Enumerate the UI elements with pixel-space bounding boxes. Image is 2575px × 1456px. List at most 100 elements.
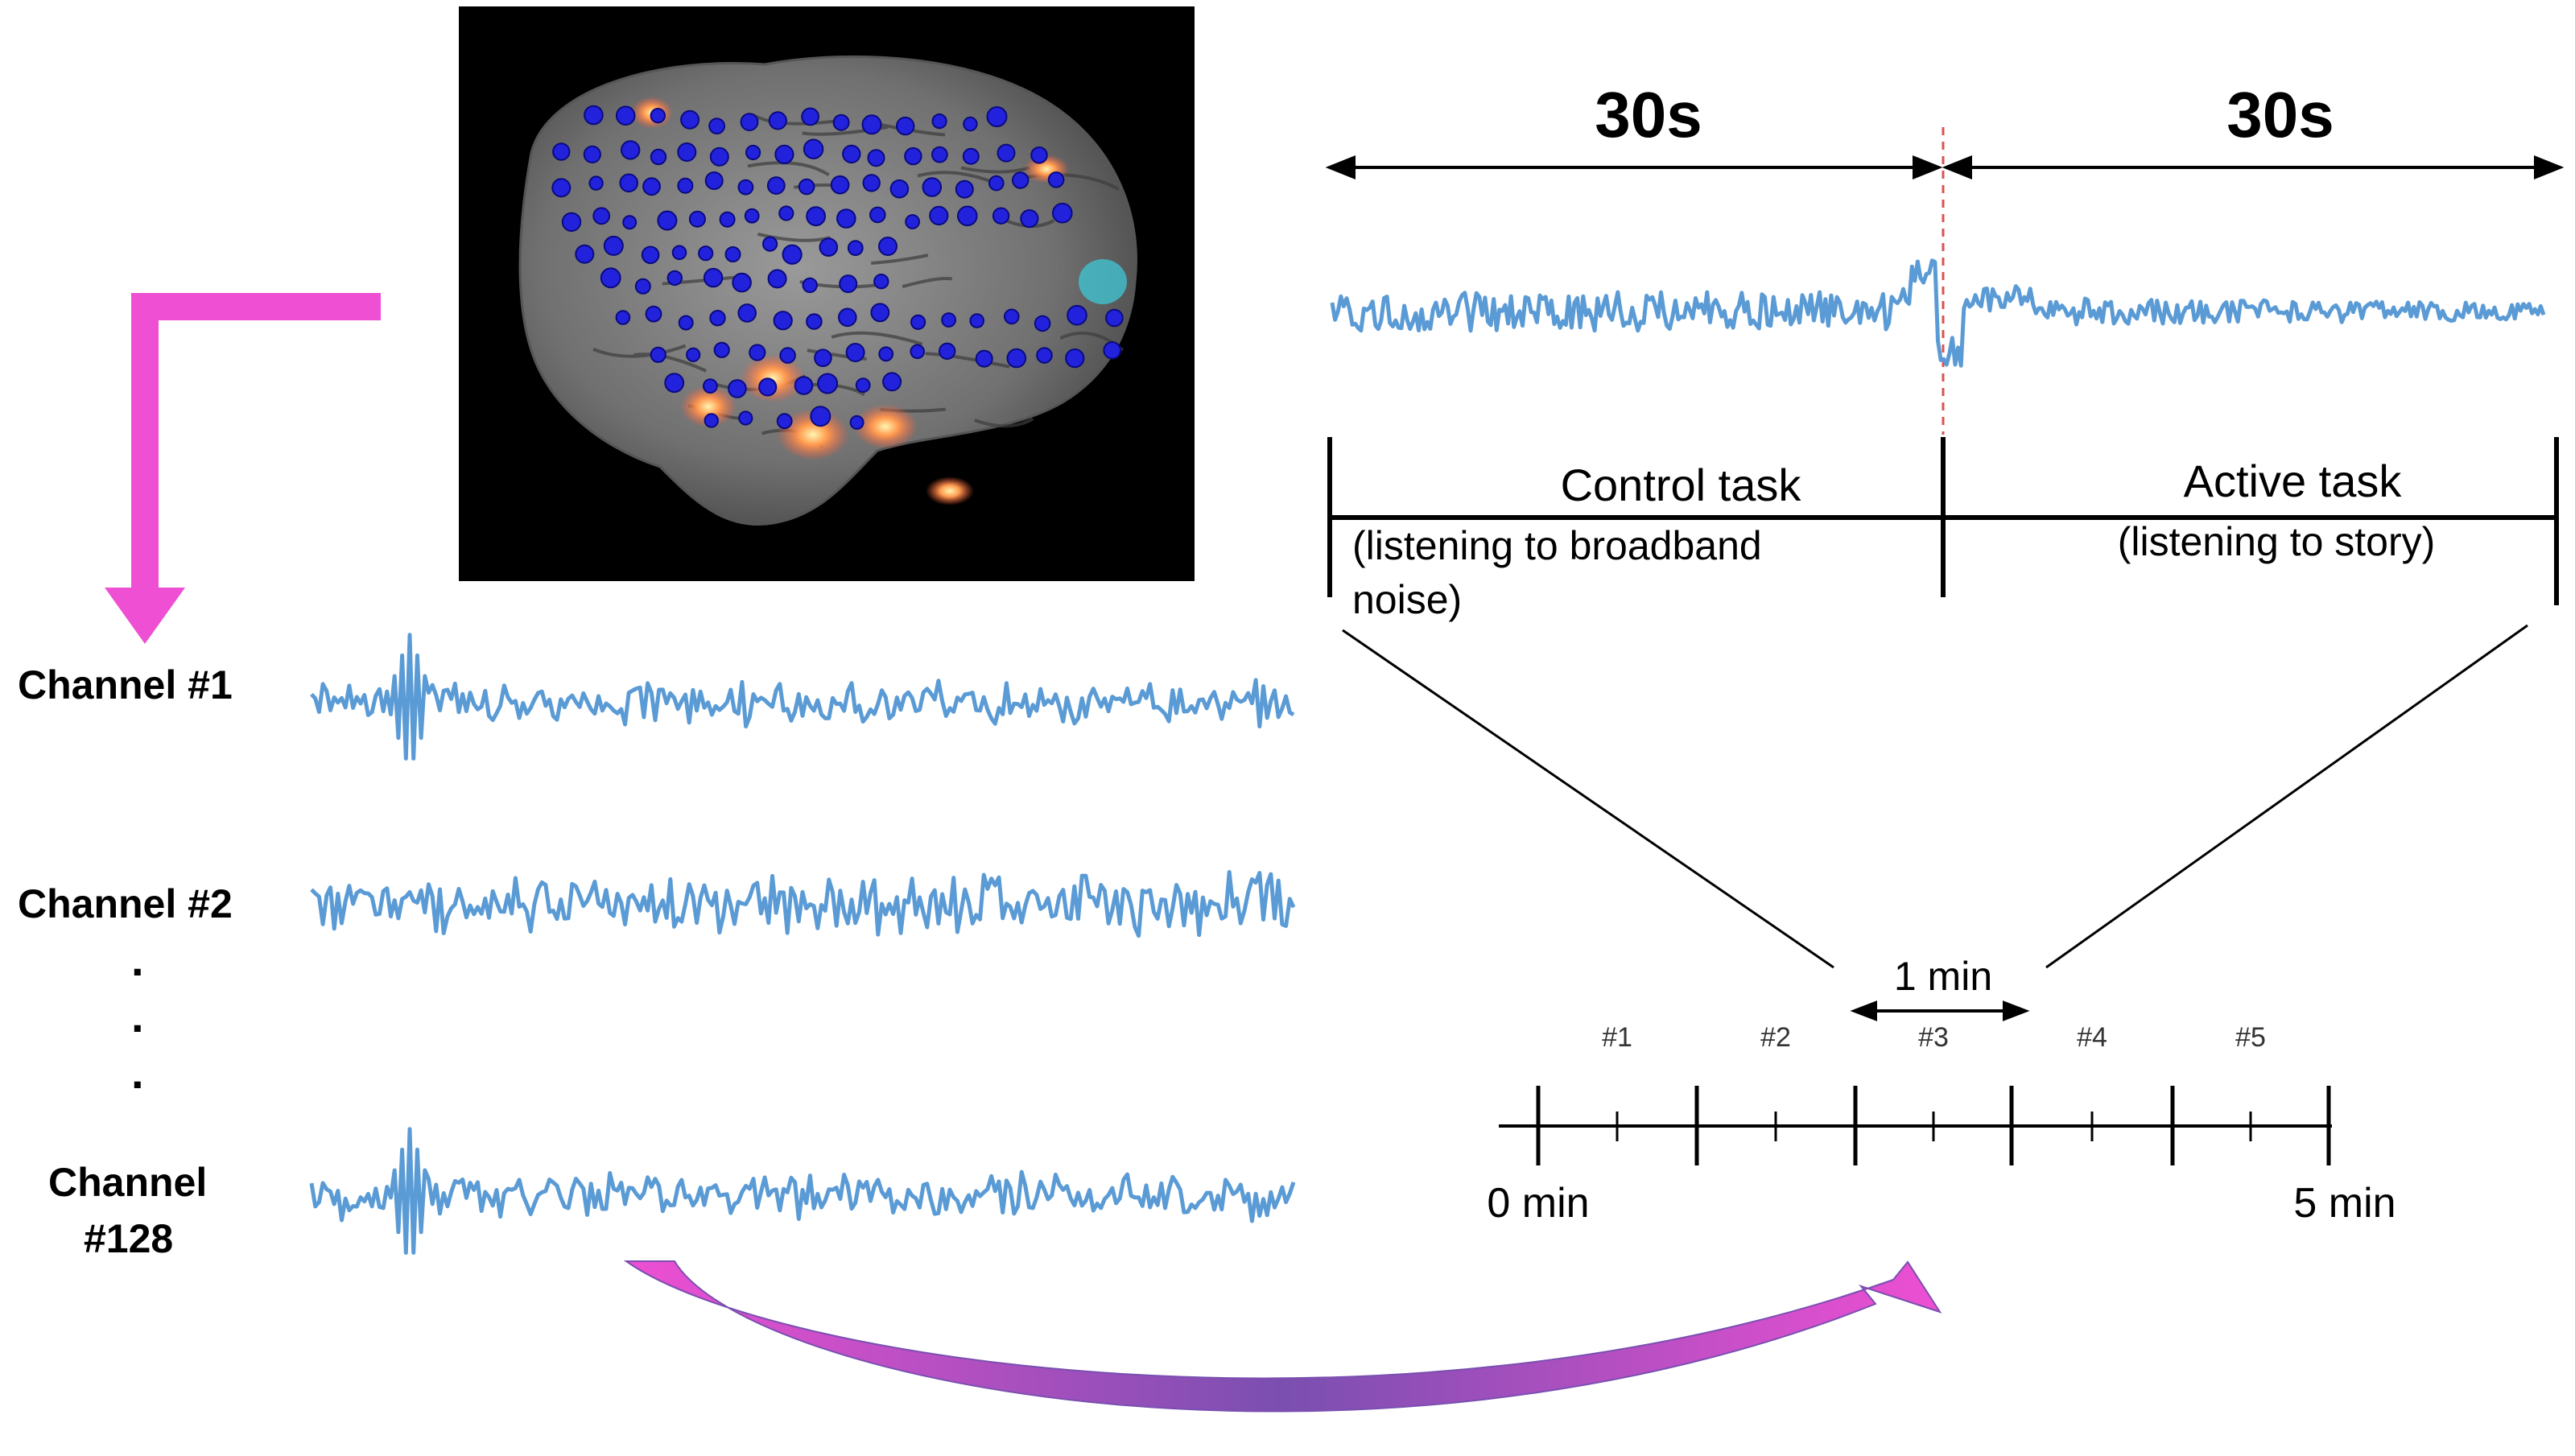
electrode-dot	[802, 277, 818, 294]
channel-2-signal	[310, 870, 1296, 938]
electrode-dot	[830, 175, 850, 195]
electrode-dot	[704, 413, 719, 428]
electrode-dot	[645, 305, 662, 323]
electrode-dot	[801, 107, 819, 126]
electrode-dot	[719, 211, 736, 228]
timeline-axis	[1499, 1086, 2332, 1165]
electrode-dot	[832, 113, 850, 131]
electrode-dot	[867, 149, 885, 167]
electrode-dot	[619, 173, 639, 193]
control-task-label: Control task	[1561, 460, 1802, 510]
block-label: #4	[2077, 1022, 2107, 1053]
electrode-dot	[762, 236, 778, 252]
electrode-dot	[583, 145, 601, 163]
electrode-dot	[779, 347, 796, 364]
electrode-dot	[703, 267, 724, 288]
timeline-end-label: 5 min	[2293, 1180, 2395, 1227]
electrode-dot	[969, 313, 984, 328]
electrode-dot	[677, 177, 694, 194]
electrode-dot	[1047, 171, 1065, 188]
electrode-dot	[941, 312, 956, 328]
electrode-dot	[615, 310, 631, 325]
electrode-dot	[957, 205, 978, 227]
electrode-dot	[806, 206, 826, 227]
electrode-dot	[615, 105, 636, 126]
ellipsis-dot-1: .	[131, 934, 144, 985]
electrode-dot	[592, 207, 611, 225]
block-label: #1	[1602, 1022, 1632, 1053]
electrode-dot	[806, 313, 823, 330]
electrode-dot	[698, 245, 714, 262]
electrode-dot	[704, 171, 724, 190]
electrode-dot	[819, 237, 839, 257]
electrode-dot	[1034, 315, 1051, 332]
electrode-dot	[713, 341, 730, 358]
electrode-dot	[561, 212, 582, 232]
electrode-dot	[642, 177, 661, 196]
channel-label-128-line2: #128	[84, 1216, 173, 1261]
electrode-dot	[896, 116, 915, 136]
electrode-dot	[575, 244, 595, 264]
electrode-dot	[814, 349, 832, 368]
electrode-dot	[794, 376, 814, 395]
electrode-dot	[737, 179, 754, 196]
active-task-label: Active task	[2184, 456, 2403, 506]
electrode-dot	[737, 303, 757, 323]
duration-arrows	[1325, 155, 2565, 179]
electrode-dot	[1030, 146, 1048, 164]
electrode-dot	[862, 174, 881, 192]
electrode-dot	[1020, 209, 1039, 229]
electrode-dot	[584, 105, 604, 126]
electrode-dot	[641, 245, 660, 265]
electrode-dot	[1052, 202, 1073, 224]
electrode-dot	[870, 303, 890, 323]
control-task-desc-line2: noise)	[1352, 577, 1462, 622]
task-bracket	[1327, 437, 2559, 605]
electrode-dot	[878, 237, 898, 256]
electrode-dot	[1012, 171, 1030, 189]
sulcus-line	[871, 254, 929, 265]
electrode-dot	[688, 210, 706, 228]
electrode-dot	[768, 111, 787, 130]
electrode-dot	[745, 144, 761, 161]
electrode-dot	[878, 346, 894, 362]
electrode-dot	[749, 344, 766, 361]
channel-label-1: Channel #1	[18, 662, 233, 707]
electrode-grid	[551, 105, 1124, 430]
electrode-dot	[904, 146, 922, 166]
electrode-dot	[686, 347, 701, 362]
brain-shape	[518, 55, 1137, 526]
electrode-dot	[873, 274, 889, 290]
electrode-dot	[732, 272, 752, 293]
channel-label-128-line1: Channel	[48, 1160, 207, 1205]
electrode-dot	[1065, 349, 1085, 369]
electrode-dot	[845, 343, 865, 362]
electrode-dot	[849, 415, 865, 430]
electrode-dot	[803, 138, 824, 159]
electrode-dot	[708, 118, 725, 135]
electrode-dot	[728, 379, 747, 398]
sulcus-line	[974, 417, 1034, 428]
electrode-dot	[1103, 341, 1121, 360]
electrode-dot	[836, 208, 856, 229]
electrode-dot	[931, 113, 947, 130]
electrode-dot	[869, 206, 886, 224]
sulcus-line	[747, 161, 830, 177]
electrode-dot	[603, 235, 624, 256]
electrode-dot	[634, 278, 651, 295]
electrode-dot	[621, 140, 641, 160]
interval-label: 1 min	[1894, 954, 1992, 999]
timeline-start-label: 0 min	[1487, 1180, 1589, 1227]
electrode-dot	[600, 267, 621, 289]
electrode-dot	[810, 406, 832, 427]
electrode-dot	[758, 377, 778, 397]
electrode-dot	[678, 315, 694, 331]
block-label: #5	[2235, 1022, 2266, 1053]
electrode-dot	[910, 344, 925, 360]
electrode-dot	[709, 310, 726, 327]
electrode-dot	[664, 373, 685, 394]
sulcus-line	[960, 166, 1030, 174]
sulcus-line	[902, 277, 953, 289]
electrode-dot	[889, 179, 910, 199]
transition-signal	[1330, 258, 2546, 368]
